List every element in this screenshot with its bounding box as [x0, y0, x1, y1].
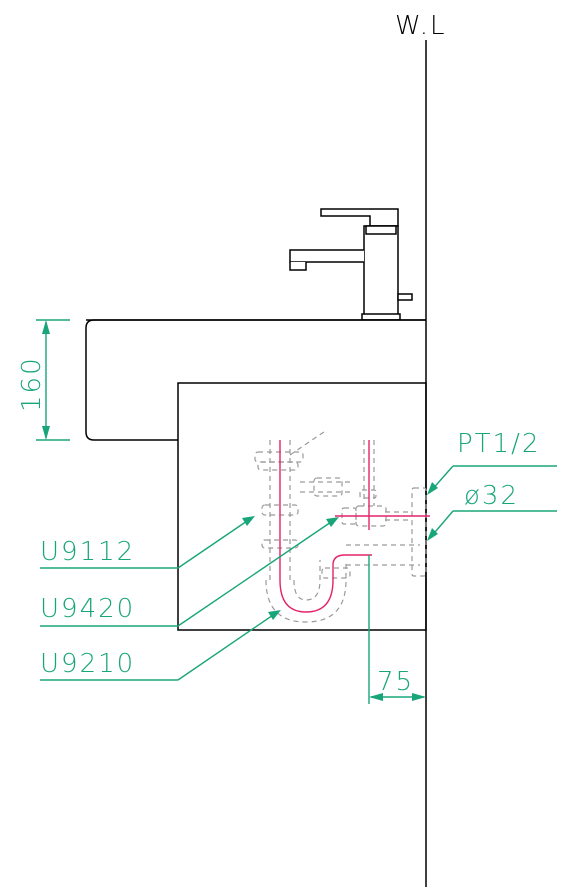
leader-part-1: [40, 516, 255, 569]
popup-rod: [397, 293, 413, 301]
part-1-code: U9112: [40, 537, 135, 567]
u-trap-outer: [265, 560, 347, 623]
faucet-aerator: [289, 262, 307, 271]
height-dimension: [36, 319, 70, 441]
height-dimension-value: 160: [17, 356, 47, 412]
leader-part-3-arrow: [268, 610, 281, 620]
basin: [85, 319, 426, 441]
offset-arrow-left: [369, 693, 383, 701]
leader-drain-arrow: [427, 528, 438, 541]
faucet-body: [363, 225, 399, 319]
basin-outline: [85, 319, 426, 441]
leader-drain-diameter: [427, 510, 557, 541]
wall-flange: [411, 487, 427, 577]
leader-part-1-arrow: [242, 516, 255, 526]
offset-dimension: [368, 555, 426, 704]
trap-slip-nut: [321, 567, 351, 579]
faucet: [289, 208, 413, 321]
part-2-code: U9420: [40, 594, 135, 624]
leader-part-3-line: [177, 612, 277, 681]
faucet-base: [361, 313, 401, 321]
leader-part-3: [40, 610, 281, 681]
supply-thread-label: PT1/2: [457, 429, 540, 459]
supply-connector: [313, 477, 343, 497]
wall-label: W.L: [395, 11, 446, 41]
leader-supply-thread: [427, 465, 557, 495]
height-arrow-bottom: [42, 426, 50, 440]
u-trap-inner: [293, 560, 321, 601]
cabinet: [177, 382, 427, 631]
faucet-spout: [289, 249, 364, 263]
centerlines: [279, 440, 430, 613]
offset-dimension-value: 75: [377, 667, 414, 697]
drain-diameter-label: ø32: [464, 481, 519, 511]
leader-part-2: [40, 517, 339, 627]
trap-centerline: [279, 554, 372, 613]
leader-part-2-arrow: [326, 517, 339, 527]
cabinet-outline: [177, 382, 427, 631]
drain-lower-fitting: [257, 461, 299, 471]
leader-supply-arrow: [427, 482, 438, 495]
faucet-cap: [365, 225, 397, 235]
offset-arrow-right: [412, 693, 426, 701]
leader-part-1-line: [177, 518, 251, 569]
faucet-lever: [320, 208, 399, 227]
drain-top-fitting: [254, 451, 304, 463]
leader-part-2-line: [177, 519, 335, 627]
height-arrow-top: [42, 320, 50, 334]
part-3-code: U9210: [40, 649, 135, 679]
drain-overflow: [289, 431, 325, 456]
valve-nut: [359, 489, 377, 499]
